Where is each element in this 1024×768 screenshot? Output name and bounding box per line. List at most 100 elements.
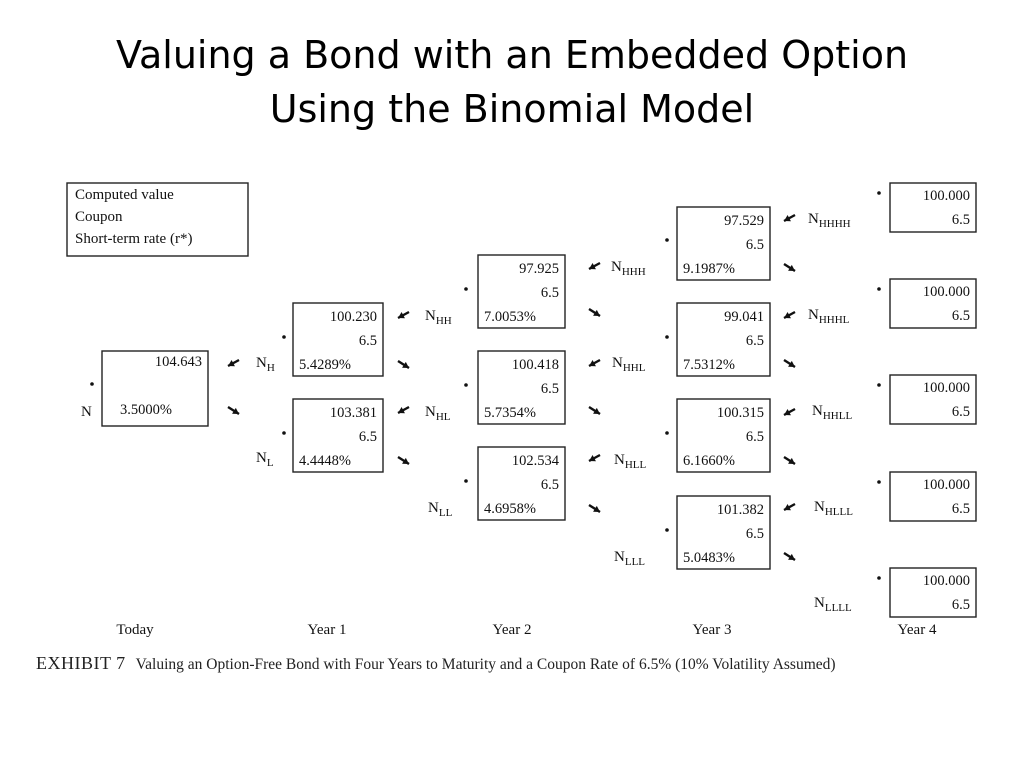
- node-dot: [665, 335, 669, 339]
- node-label-subscript: H: [267, 362, 275, 374]
- node-short-rate: 3.5000%: [120, 402, 172, 418]
- node-coupon: 6.5: [541, 477, 559, 493]
- node-short-rate: 9.1987%: [683, 261, 735, 277]
- period-label: Today: [116, 622, 154, 638]
- branch-arrow: [783, 551, 796, 562]
- branch-arrow: [588, 261, 601, 271]
- node-dot: [665, 431, 669, 435]
- node-coupon: 6.5: [359, 429, 377, 445]
- node-box: [292, 398, 384, 473]
- node-dot: [877, 576, 881, 580]
- node-computed-value: 102.534: [512, 453, 560, 469]
- node-computed-value: 100.000: [923, 573, 970, 589]
- legend-box: [66, 182, 249, 257]
- node-computed-value: 100.418: [512, 357, 559, 373]
- node-short-rate: 5.4289%: [299, 357, 351, 373]
- node-coupon: 6.5: [952, 308, 970, 324]
- branch-arrow: [783, 502, 796, 512]
- node-label: NH: [256, 355, 275, 374]
- node-label: NLLL: [614, 549, 645, 568]
- node-computed-value: 104.643: [155, 354, 202, 370]
- node-box: [101, 350, 209, 427]
- node-coupon: 6.5: [746, 526, 764, 542]
- node-label-subscript: HHH: [622, 266, 646, 278]
- node-label-subscript: HLLL: [825, 506, 853, 518]
- branch-arrow: [588, 405, 601, 416]
- node-dot: [877, 191, 881, 195]
- node-computed-value: 97.529: [724, 213, 764, 229]
- node-box: [477, 350, 566, 425]
- node-computed-value: 101.382: [717, 502, 764, 518]
- exhibit-description: Valuing an Option-Free Bond with Four Ye…: [135, 656, 836, 673]
- node-nh: 100.230 6.5 5.4289% NH: [256, 302, 384, 377]
- node-computed-value: 100.315: [717, 405, 764, 421]
- node-label-subscript: HL: [436, 411, 451, 423]
- period-label: Year 1: [308, 622, 347, 638]
- node-coupon: 6.5: [541, 285, 559, 301]
- node-box: [477, 254, 566, 329]
- node-computed-value: 99.041: [724, 309, 764, 325]
- node-box: [676, 398, 771, 473]
- branch-arrow: [397, 310, 410, 320]
- node-computed-value: 100.000: [923, 380, 970, 396]
- node-computed-value: 100.230: [330, 309, 377, 325]
- node-dot: [665, 238, 669, 242]
- branch-arrow: [588, 358, 601, 368]
- period-label: Year 3: [693, 622, 732, 638]
- node-label-subscript: HLL: [625, 459, 647, 471]
- node-label: NHHL: [612, 355, 646, 374]
- node-label: NHHLL: [812, 403, 852, 422]
- legend-coupon: Coupon: [75, 209, 123, 225]
- title-line-2: Using the Binomial Model: [269, 87, 755, 131]
- node-label: NHH: [425, 308, 452, 327]
- node-label: NHLL: [614, 452, 647, 471]
- node-nlll: 101.382 6.5 5.0483% NLLL: [614, 495, 771, 570]
- node-label-subscript: HHLL: [823, 410, 853, 422]
- branch-arrow: [588, 503, 601, 514]
- node-label: NLLLL: [814, 595, 852, 614]
- node-label: NHLLL: [814, 499, 853, 518]
- node-dot: [464, 479, 468, 483]
- node-coupon: 6.5: [359, 333, 377, 349]
- node-box: [676, 495, 771, 570]
- node-n: 104.643 3.5000% N: [81, 350, 209, 427]
- period-label: Year 4: [898, 622, 937, 638]
- node-box: [292, 302, 384, 377]
- node-dot: [90, 382, 94, 386]
- node-label: NHHH: [611, 259, 646, 278]
- branch-arrow: [397, 405, 410, 415]
- branch-arrow: [397, 455, 410, 466]
- branch-arrow: [227, 358, 240, 368]
- node-coupon: 6.5: [541, 381, 559, 397]
- node-dot: [665, 528, 669, 532]
- legend-short-term-rate: Short-term rate (r*): [75, 231, 192, 247]
- node-label: NHHHL: [808, 307, 850, 326]
- tree-nodes: 104.643 3.5000% N 100.230 6.5 5.4289% NH 103.38…: [81, 182, 977, 618]
- node-short-rate: 5.7354%: [484, 405, 536, 421]
- node-label-subscript: HH: [436, 315, 452, 327]
- node-dot: [464, 287, 468, 291]
- node-label-subscript: HHHH: [819, 218, 851, 230]
- node-dot: [877, 383, 881, 387]
- node-box: [477, 446, 566, 521]
- node-short-rate: 5.0483%: [683, 550, 735, 566]
- slide-title: Valuing a Bond with an Embedded Option U…: [0, 28, 1024, 136]
- node-computed-value: 100.000: [923, 477, 970, 493]
- node-box: [676, 302, 771, 377]
- node-label: N: [81, 404, 92, 420]
- node-box: [889, 471, 977, 522]
- node-short-rate: 7.0053%: [484, 309, 536, 325]
- node-dot: [282, 335, 286, 339]
